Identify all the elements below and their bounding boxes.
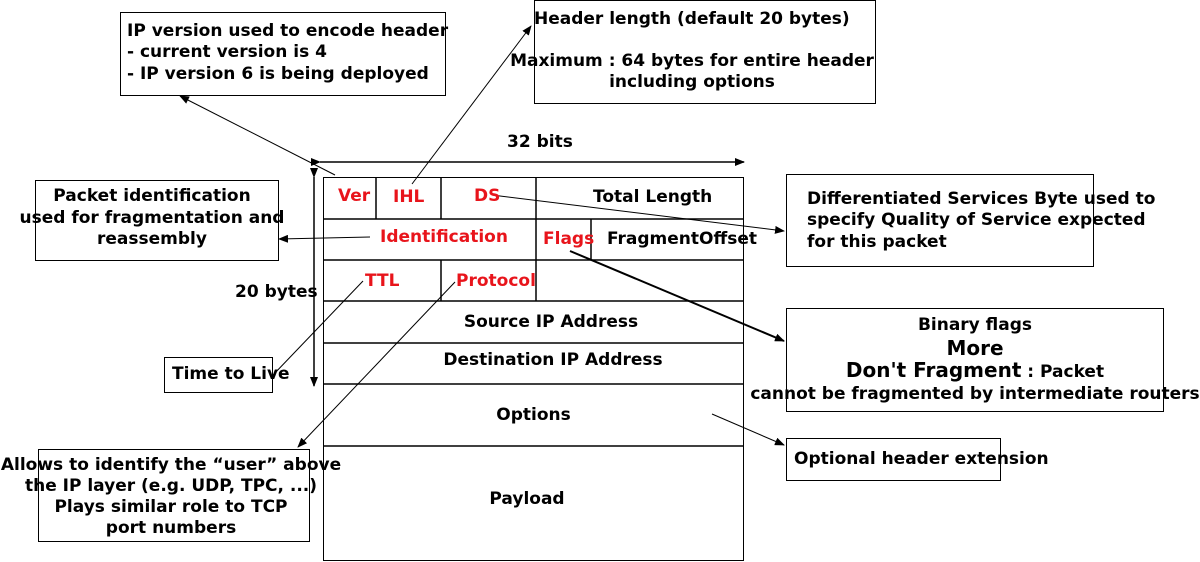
payload-field: Payload <box>489 489 565 509</box>
ds-annotation-line2: specify Quality of Service expected <box>807 210 1146 230</box>
width-label: 32 bits <box>507 132 573 152</box>
flags-annotation-box <box>786 308 1164 412</box>
ds-annotation-line1: Differentiated Services Byte used to <box>807 189 1156 209</box>
version-callout-line <box>179 95 336 176</box>
ihl-annotation-line1: Header length (default 20 bytes) <box>534 9 850 29</box>
flags-annotation-line3: Don't Fragment : Packet <box>786 360 1164 383</box>
ds-annotation-box <box>786 174 1094 267</box>
options-field: Options <box>496 405 571 425</box>
height-label: 20 bytes <box>235 282 318 302</box>
ihl-field: IHL <box>393 187 425 207</box>
total-length-field: Total Length <box>593 187 713 207</box>
protocol-annotation-box <box>38 449 310 542</box>
ds-field: DS <box>474 186 501 206</box>
identification-annotation-line3: reassembly <box>97 229 207 249</box>
protocol-annotation-line4: port numbers <box>105 518 237 538</box>
options-annotation-line1: Optional header extension <box>794 449 1049 469</box>
source-address-field: Source IP Address <box>463 312 639 332</box>
protocol-annotation-line2: the IP layer (e.g. UDP, TPC, ...) <box>24 476 318 496</box>
version-annotation-line3: - IP version 6 is being deployed <box>127 64 429 84</box>
version-annotation-line1: IP version used to encode header <box>127 21 449 41</box>
flags-annotation-line4: cannot be fragmented by intermediate rou… <box>750 384 1200 404</box>
identification-annotation-line2: used for fragmentation and <box>19 208 285 228</box>
ttl-annotation-line1: Time to Live <box>172 364 290 384</box>
fragment-offset-field: FragmentOffset <box>607 229 758 249</box>
ihl-annotation-line3: including options <box>609 72 775 92</box>
ds-annotation-line3: for this packet <box>807 232 947 252</box>
identification-field: Identification <box>380 227 508 247</box>
ihl-annotation-box <box>534 0 876 104</box>
protocol-field: Protocol <box>456 271 536 291</box>
version-annotation-line2: - current version is 4 <box>127 42 327 62</box>
version-annotation-box <box>120 12 446 96</box>
identification-annotation-box <box>35 180 279 261</box>
flags-field: Flags <box>543 229 595 249</box>
ver-field: Ver <box>338 186 371 206</box>
flags-annotation-line1: Binary flags <box>917 315 1033 335</box>
dont-fragment-label: Don't Fragment <box>845 358 1022 382</box>
ttl-annotation-box <box>164 357 273 393</box>
protocol-annotation-line1: Allows to identify the “user” above <box>0 455 342 475</box>
options-annotation-box <box>786 438 1001 481</box>
identification-annotation-line1: Packet identification <box>53 186 251 206</box>
dont-fragment-desc: : Packet <box>1021 362 1105 382</box>
flags-annotation-line2: More <box>946 336 1004 360</box>
destination-address-field: Destination IP Address <box>443 350 663 370</box>
ttl-field: TTL <box>365 271 400 291</box>
protocol-annotation-line3: Plays similar role to TCP <box>54 497 288 517</box>
ihl-annotation-line2: Maximum : 64 bytes for entire header <box>510 51 874 71</box>
